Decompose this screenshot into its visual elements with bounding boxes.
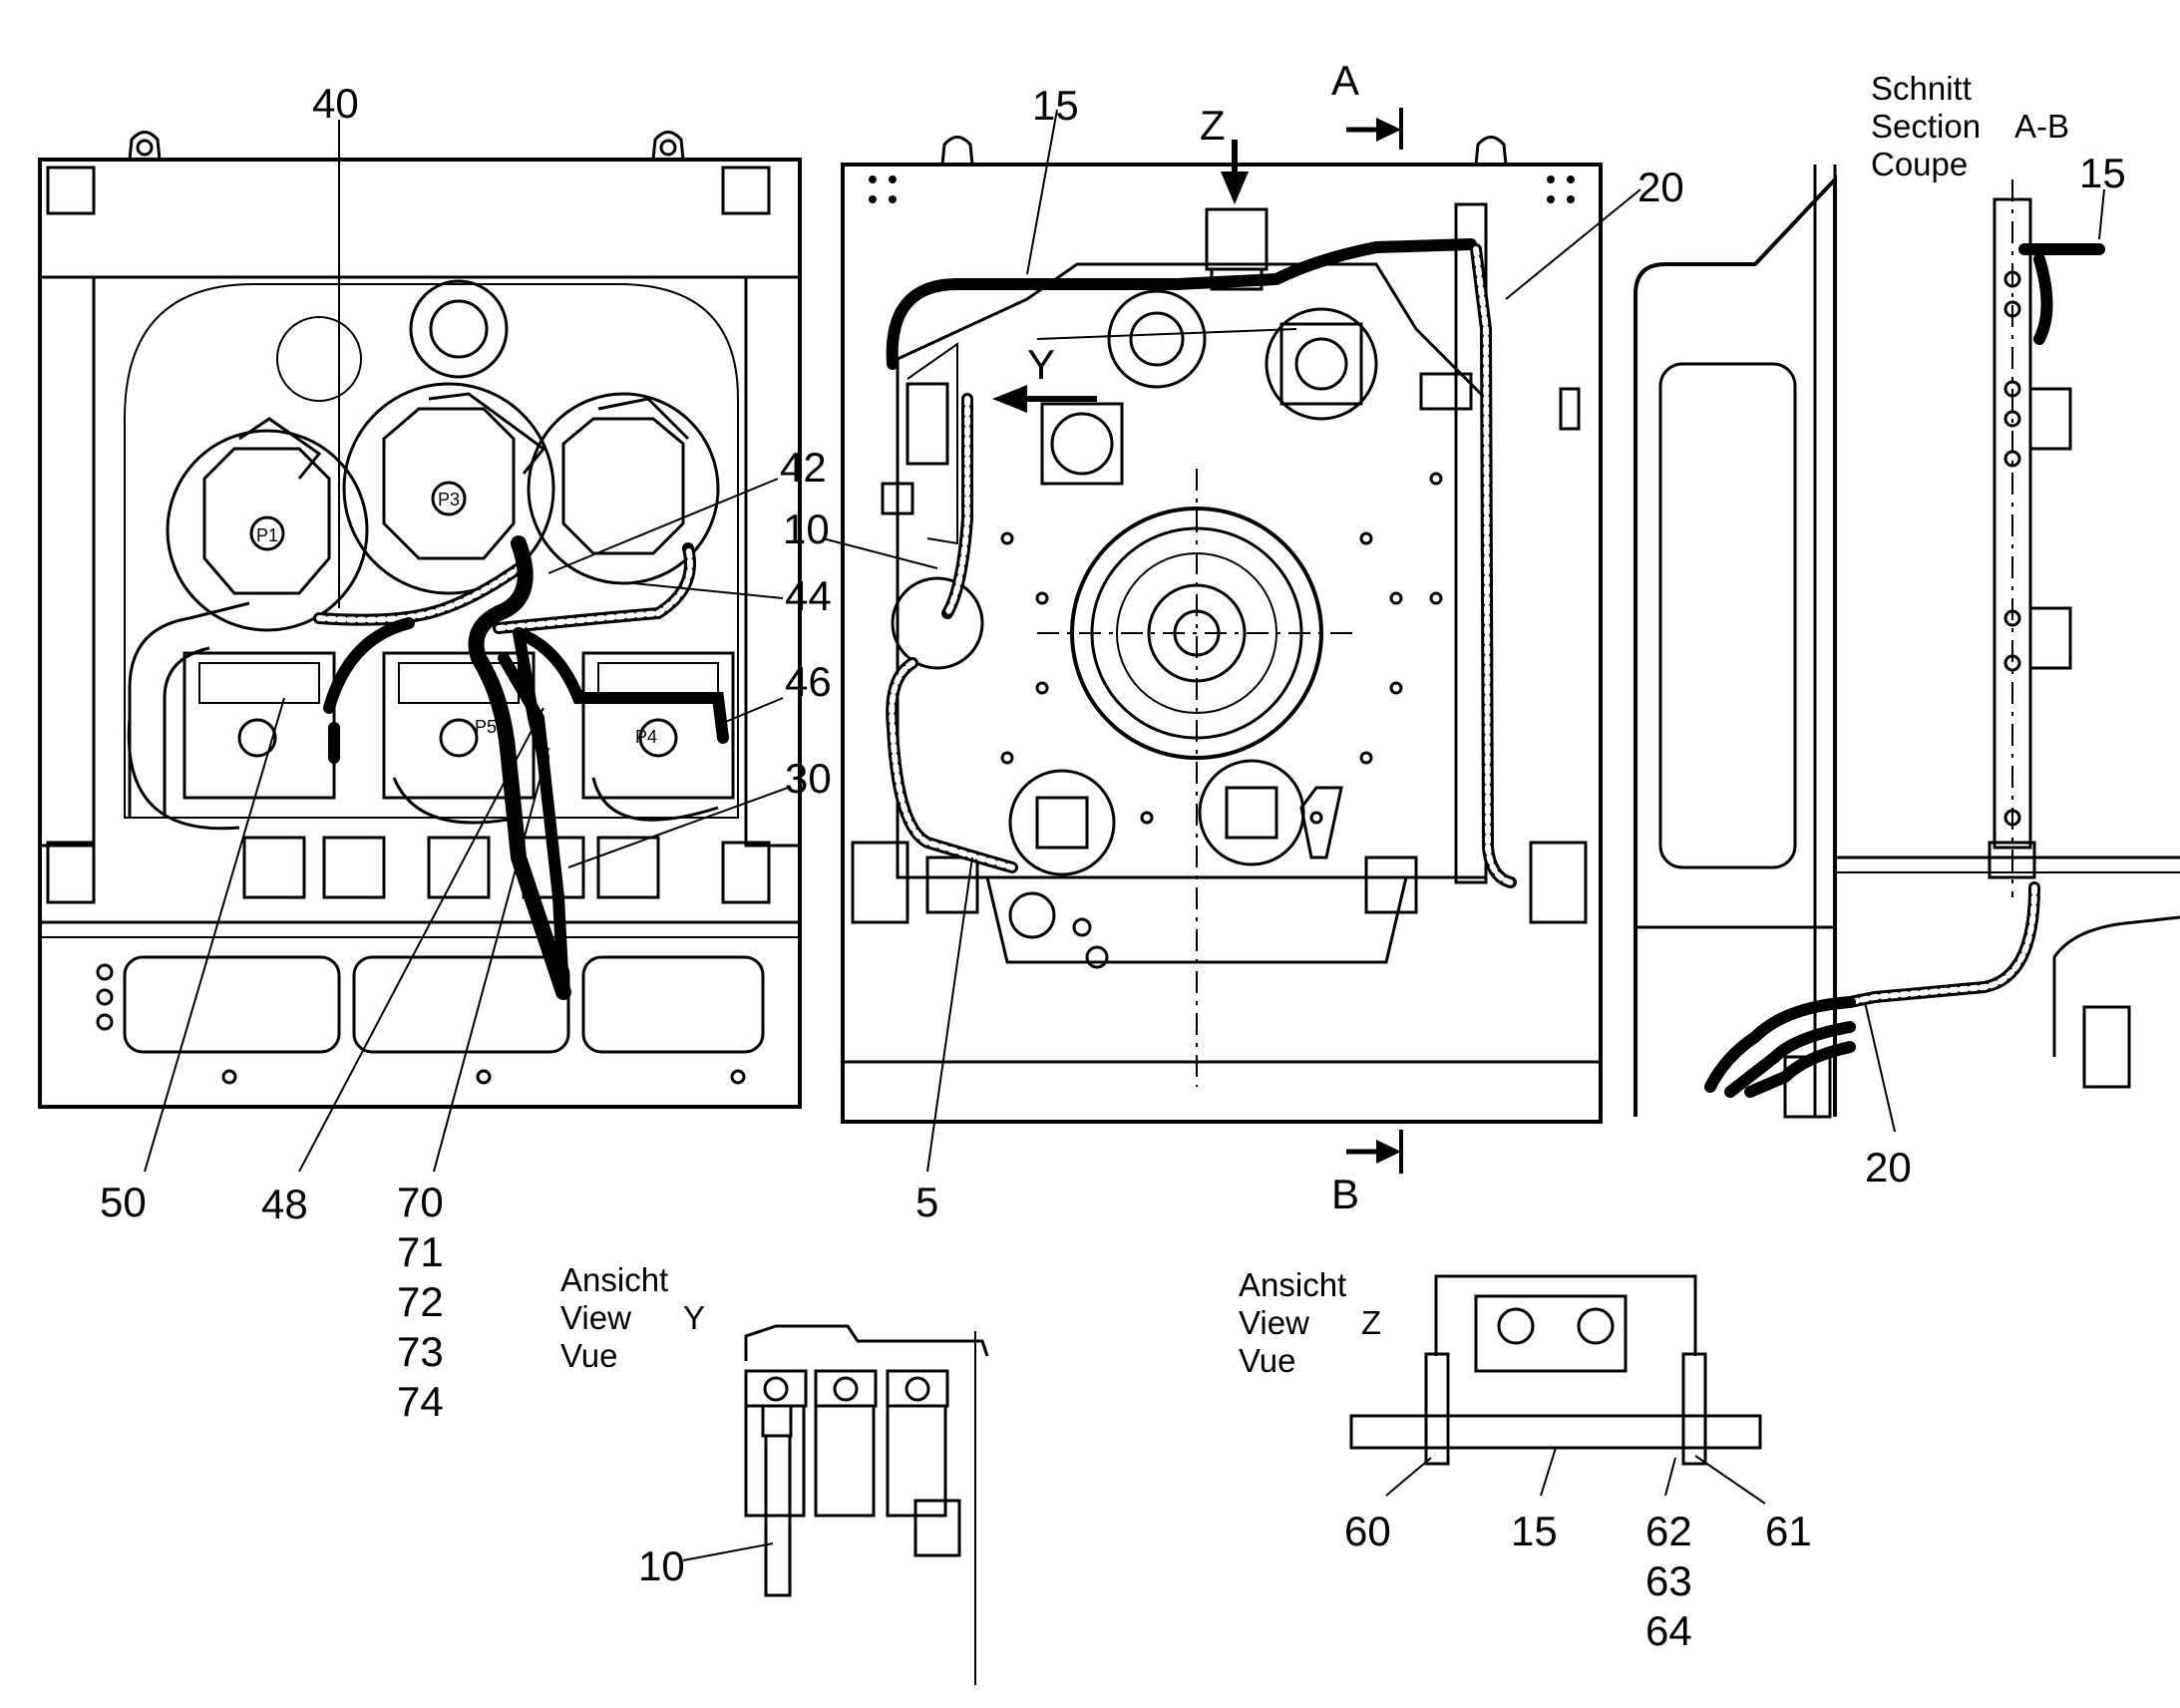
callout-labels: 40 42 10 44 46 30 50 48 70 71 72 73 74 1… — [100, 80, 2126, 1654]
pump-upper-right — [527, 392, 720, 585]
pump-recess — [124, 283, 739, 819]
callout-42: 42 — [780, 444, 827, 491]
callout-30: 30 — [785, 755, 832, 802]
hose-15 — [886, 238, 1477, 370]
side-column-fittings — [2003, 270, 2021, 827]
hose-5 — [886, 657, 1018, 873]
callout-73: 73 — [397, 1328, 444, 1375]
callout-46: 46 — [785, 658, 832, 705]
view-marker-z: Z — [1200, 102, 1226, 149]
hose-10-detail — [764, 1434, 792, 1597]
main-drive-flange — [1037, 469, 1356, 1087]
left-view-hoses — [313, 535, 729, 1000]
pump-tag-p4: P4 — [635, 727, 657, 747]
view-y-caption: Ansicht View Vue Y — [560, 1261, 705, 1374]
callout-61: 61 — [1765, 1508, 1812, 1554]
centre-gearbox-view — [841, 108, 1603, 1174]
callout-15-view-z: 15 — [1511, 1508, 1558, 1554]
pump-tag-p1: P1 — [256, 525, 278, 545]
section-housing — [1634, 173, 1837, 1117]
left-pump-view: P1 P3 P5 — [38, 131, 802, 1109]
callout-15-main: 15 — [1032, 82, 1079, 129]
callout-62: 62 — [1645, 1508, 1692, 1554]
caption-coupe: Coupe — [1871, 146, 1968, 182]
callout-60: 60 — [1344, 1508, 1391, 1554]
pump-tag-p5: P5 — [475, 717, 497, 737]
view-y-detail — [744, 1324, 989, 1685]
callout-44: 44 — [785, 572, 832, 619]
callout-70: 70 — [397, 1179, 444, 1225]
hose-10 — [941, 393, 973, 619]
caption-y-ansicht: Ansicht — [560, 1261, 668, 1298]
pump-p5: P5 — [382, 651, 536, 825]
caption-z-id: Z — [1361, 1304, 1381, 1341]
callout-71: 71 — [397, 1228, 444, 1275]
callout-10-main: 10 — [783, 506, 830, 552]
section-ab-view — [1634, 165, 2180, 1119]
caption-z-view: View — [1239, 1304, 1309, 1341]
hose-20-section — [1844, 881, 2040, 1008]
pump-tag-p3: P3 — [438, 490, 460, 510]
upper-flange-left — [409, 279, 509, 379]
view-z-caption: Ansicht View Vue Z — [1239, 1266, 1381, 1379]
hose-20-front — [1470, 243, 1517, 888]
callout-10-view-y: 10 — [638, 1542, 685, 1589]
corner-bolt-pattern — [869, 175, 1575, 203]
callout-64: 64 — [1645, 1607, 1692, 1654]
pump-p1: P1 — [166, 417, 369, 632]
callout-74: 74 — [397, 1378, 444, 1425]
callout-50: 50 — [100, 1179, 147, 1225]
pump-lower-left — [127, 651, 336, 831]
leader-lines — [144, 109, 2105, 1561]
caption-schnitt: Schnitt — [1871, 70, 1972, 107]
callout-40: 40 — [312, 80, 359, 127]
caption-z-vue: Vue — [1239, 1342, 1296, 1379]
callout-63: 63 — [1645, 1557, 1692, 1604]
caption-z-ansicht: Ansicht — [1239, 1266, 1346, 1303]
housing-bolts — [1000, 472, 1443, 825]
caption-y-vue: Vue — [560, 1337, 618, 1374]
section-caption: Schnitt Section Coupe A-B — [1871, 70, 2069, 182]
callout-5: 5 — [915, 1179, 938, 1225]
pump-p4: P4 — [581, 651, 735, 822]
callout-15-section: 15 — [2079, 150, 2126, 196]
callout-48: 48 — [261, 1181, 308, 1227]
lower-supports — [242, 836, 660, 899]
caption-y-id: Y — [683, 1299, 705, 1336]
centre-frame-outline — [841, 163, 1603, 1124]
caption-section: Section — [1871, 108, 1981, 145]
section-marker-b: B — [1331, 1171, 1359, 1217]
pump-p3: P3 — [342, 382, 555, 595]
upper-flange — [1107, 289, 1207, 389]
view-marker-y: Y — [1027, 341, 1055, 388]
caption-y-view: View — [560, 1299, 631, 1336]
lifting-eyes-left — [128, 131, 685, 161]
view-markers: A B Y Z — [1027, 57, 1359, 1217]
gearbox-housing — [896, 262, 1488, 879]
section-marker-a: A — [1331, 57, 1359, 104]
caption-section-id: A-B — [2014, 108, 2069, 145]
callout-72: 72 — [397, 1278, 444, 1325]
hose-15-detail — [1349, 1414, 1762, 1450]
callout-20-section: 20 — [1865, 1144, 1912, 1191]
callout-20-main: 20 — [1637, 164, 1684, 210]
view-z-detail — [1349, 1274, 1762, 1466]
